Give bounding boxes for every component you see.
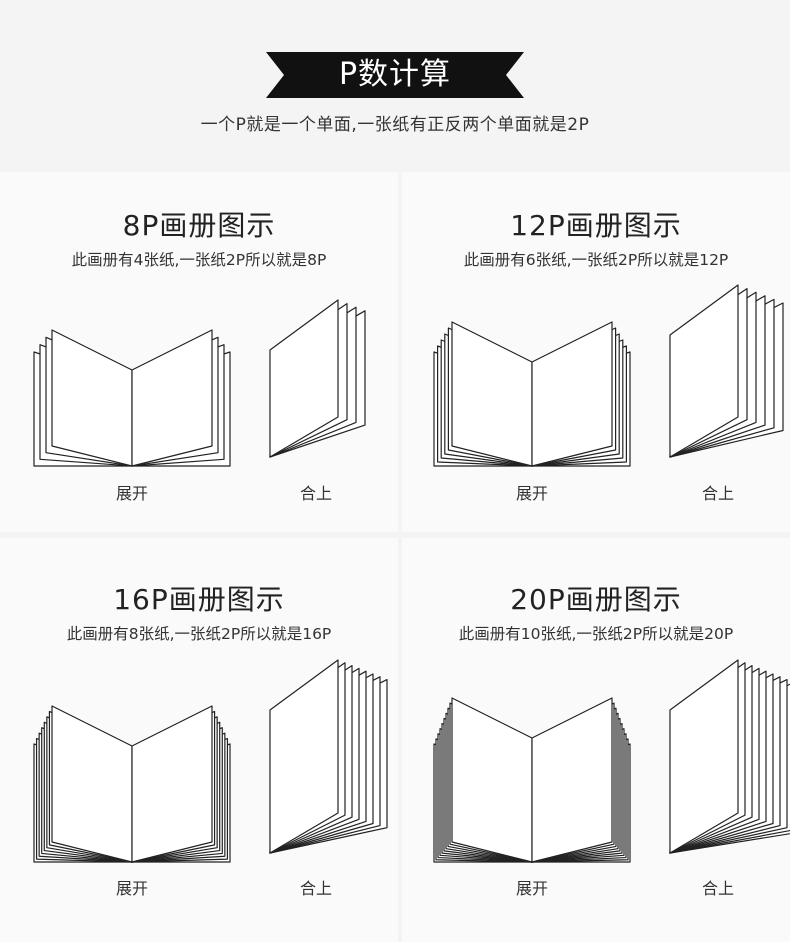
panel-20p: 20P画册图示 此画册有10张纸,一张纸2P所以就是20P 展开 合上 <box>402 538 790 942</box>
panel-16p: 16P画册图示 此画册有8张纸,一张纸2P所以就是16P 展开 合上 <box>0 538 398 942</box>
header-section: P数计算 一个P就是一个单面,一张纸有正反两个单面就是2P <box>0 0 790 168</box>
open-sheet-left <box>451 321 533 467</box>
closed-caption: 合上 <box>299 484 332 503</box>
panel-8p: 8P画册图示 此画册有4张纸,一张纸2P所以就是8P 展开 合上 <box>0 172 398 532</box>
panel-description: 此画册有10张纸,一张纸2P所以就是20P <box>458 625 734 643</box>
booklet-figure <box>433 284 784 467</box>
open-sheet-left <box>51 329 133 467</box>
panel-description: 此画册有6张纸,一张纸2P所以就是12P <box>463 251 729 269</box>
open-sheet-right <box>131 705 213 863</box>
closed-caption: 合上 <box>701 879 734 898</box>
open-sheet-right <box>531 321 613 467</box>
panel-title: 16P画册图示 <box>113 583 285 616</box>
panel-description: 此画册有8张纸,一张纸2P所以就是16P <box>66 625 332 643</box>
booklet-figure <box>33 299 366 467</box>
open-caption: 展开 <box>115 484 148 503</box>
panel-title: 12P画册图示 <box>510 209 682 242</box>
title-banner: P数计算 <box>266 52 524 98</box>
banner-ribbon-shape <box>266 52 524 98</box>
booklet-figure <box>33 659 388 863</box>
panel-description: 此画册有4张纸,一张纸2P所以就是8P <box>71 251 327 269</box>
closed-caption: 合上 <box>701 484 734 503</box>
open-sheet-left <box>451 697 533 863</box>
open-caption: 展开 <box>515 879 548 898</box>
closed-caption: 合上 <box>299 879 332 898</box>
panel-12p: 12P画册图示 此画册有6张纸,一张纸2P所以就是12P 展开 合上 <box>402 172 790 532</box>
closed-sheet <box>269 659 339 854</box>
closed-sheet <box>269 299 339 458</box>
page-title: P数计算 <box>338 57 452 92</box>
open-sheet-right <box>531 697 613 863</box>
panel-title: 8P画册图示 <box>122 209 276 242</box>
open-sheet-right <box>131 329 213 467</box>
panel-title: 20P画册图示 <box>510 583 682 616</box>
open-caption: 展开 <box>515 484 548 503</box>
open-sheet-left <box>51 705 133 863</box>
page-subtitle: 一个P就是一个单面,一张纸有正反两个单面就是2P <box>200 115 590 135</box>
booklet-figure <box>433 659 790 863</box>
closed-sheet <box>669 284 739 458</box>
closed-sheet <box>669 659 739 854</box>
open-caption: 展开 <box>115 879 148 898</box>
